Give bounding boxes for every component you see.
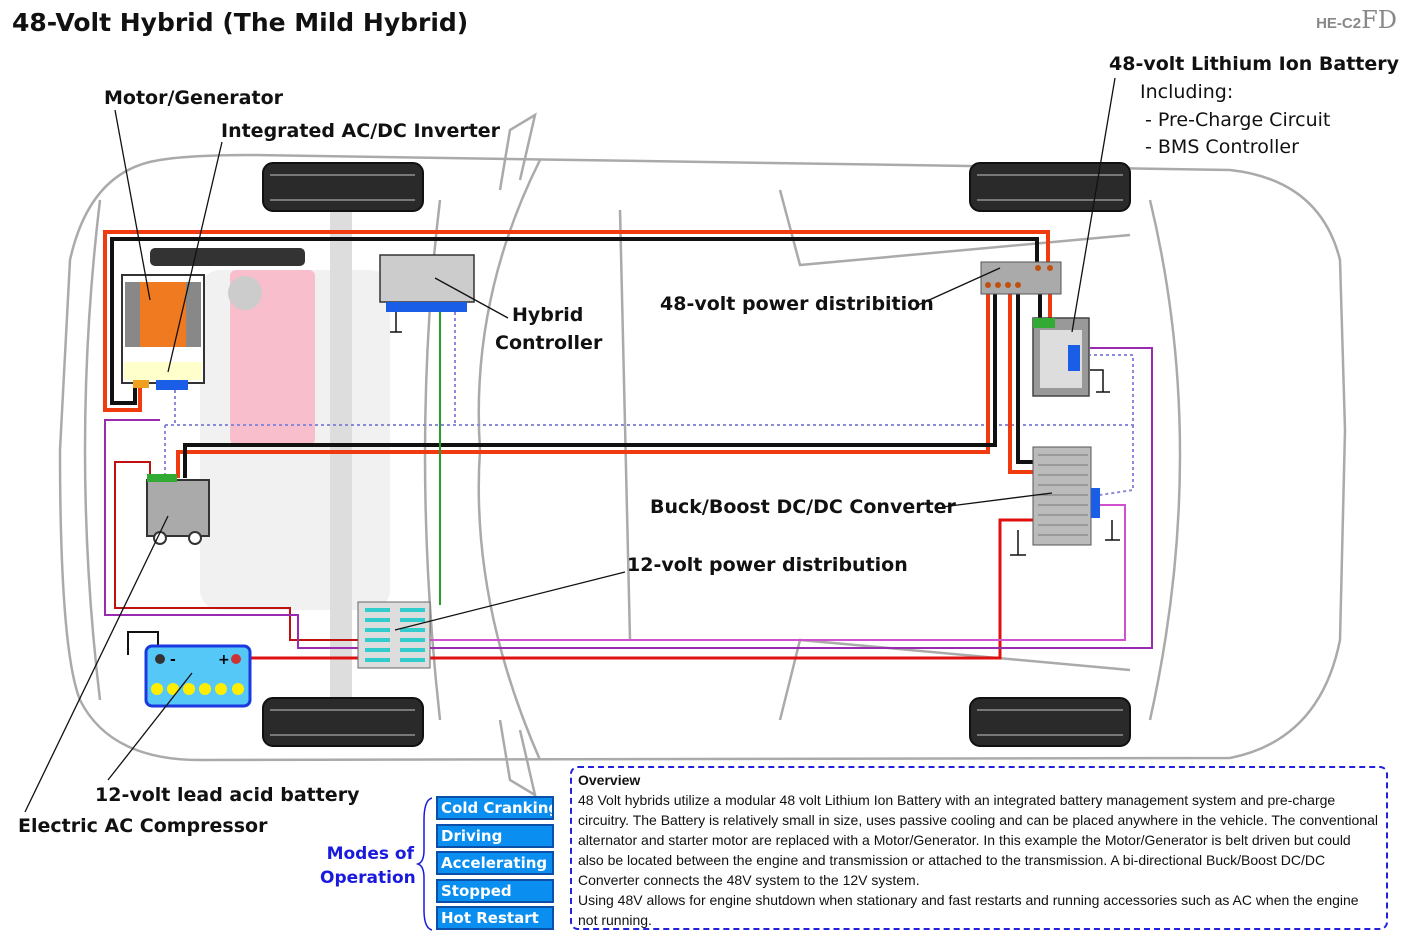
mode-stopped-button[interactable]: Stopped (436, 878, 554, 903)
logo-code: HE-C2 (1316, 15, 1362, 32)
battery-48v (1032, 317, 1110, 397)
leader-lines (24, 77, 1116, 813)
wires-48v (103, 230, 1052, 478)
hybrid-controller (379, 254, 475, 333)
logo-mark: FD (1361, 6, 1397, 34)
ac-compressor (146, 474, 210, 545)
dcdc-converter (1010, 446, 1120, 556)
label-hybrid-controller-1: Hybrid (512, 304, 583, 326)
battery-plus-sign: + (218, 652, 230, 668)
label-48v-battery-item2: - BMS Controller (1145, 136, 1299, 158)
overview-paragraph-2: Using 48V allows for engine shutdown whe… (578, 892, 1359, 928)
tire-rear-left (969, 162, 1131, 212)
label-12v-battery: 12-volt lead acid battery (95, 784, 360, 806)
mode-driving-button[interactable]: Driving (436, 823, 554, 848)
logo: HE-C2FD (1316, 6, 1397, 34)
modes-label-line1: Modes of (326, 844, 414, 864)
fuse-box-12v (357, 601, 431, 669)
mode-cold-cranking-button[interactable]: Cold Cranking (436, 796, 554, 820)
overview-heading: Overview (578, 772, 641, 788)
tire-front-right (262, 697, 424, 747)
label-hybrid-controller-2: Controller (495, 332, 603, 354)
battery-12v: - + (144, 644, 252, 708)
tire-rear-right (969, 697, 1131, 747)
motor-generator (121, 274, 205, 390)
modes-brace (415, 797, 433, 931)
label-motor-generator: Motor/Generator (104, 87, 284, 109)
label-dcdc: Buck/Boost DC/DC Converter (650, 496, 957, 518)
label-48v-battery: 48-volt Lithium Ion Battery (1109, 53, 1400, 75)
overview-panel: Overview 48 Volt hybrids utilize a modul… (570, 766, 1388, 930)
label-48v-distribution: 48-volt power distribition (660, 293, 934, 315)
label-48v-battery-item1: - Pre-Charge Circuit (1145, 109, 1330, 131)
modes-label: Modes of Operation (320, 842, 416, 890)
can-bus (164, 312, 1134, 496)
modes-list: Cold Cranking Driving Accelerating Stopp… (436, 796, 554, 934)
label-inverter: Integrated AC/DC Inverter (221, 120, 501, 142)
distribution-48v (980, 261, 1062, 295)
battery-minus-sign: - (170, 652, 176, 668)
overview-paragraph-1: 48 Volt hybrids utilize a modular 48 vol… (578, 792, 1378, 888)
mode-hot-restart-button[interactable]: Hot Restart (436, 906, 554, 931)
modes-label-line2: Operation (320, 868, 416, 888)
label-48v-battery-including: Including: (1140, 81, 1233, 103)
mode-accelerating-button[interactable]: Accelerating (436, 851, 554, 876)
label-12v-distribution: 12-volt power distribution (627, 554, 908, 576)
label-ac-compressor: Electric AC Compressor (18, 815, 268, 837)
page-title: 48-Volt Hybrid (The Mild Hybrid) (12, 8, 469, 37)
tire-front-left (262, 162, 424, 212)
wires-12v (104, 312, 1153, 660)
